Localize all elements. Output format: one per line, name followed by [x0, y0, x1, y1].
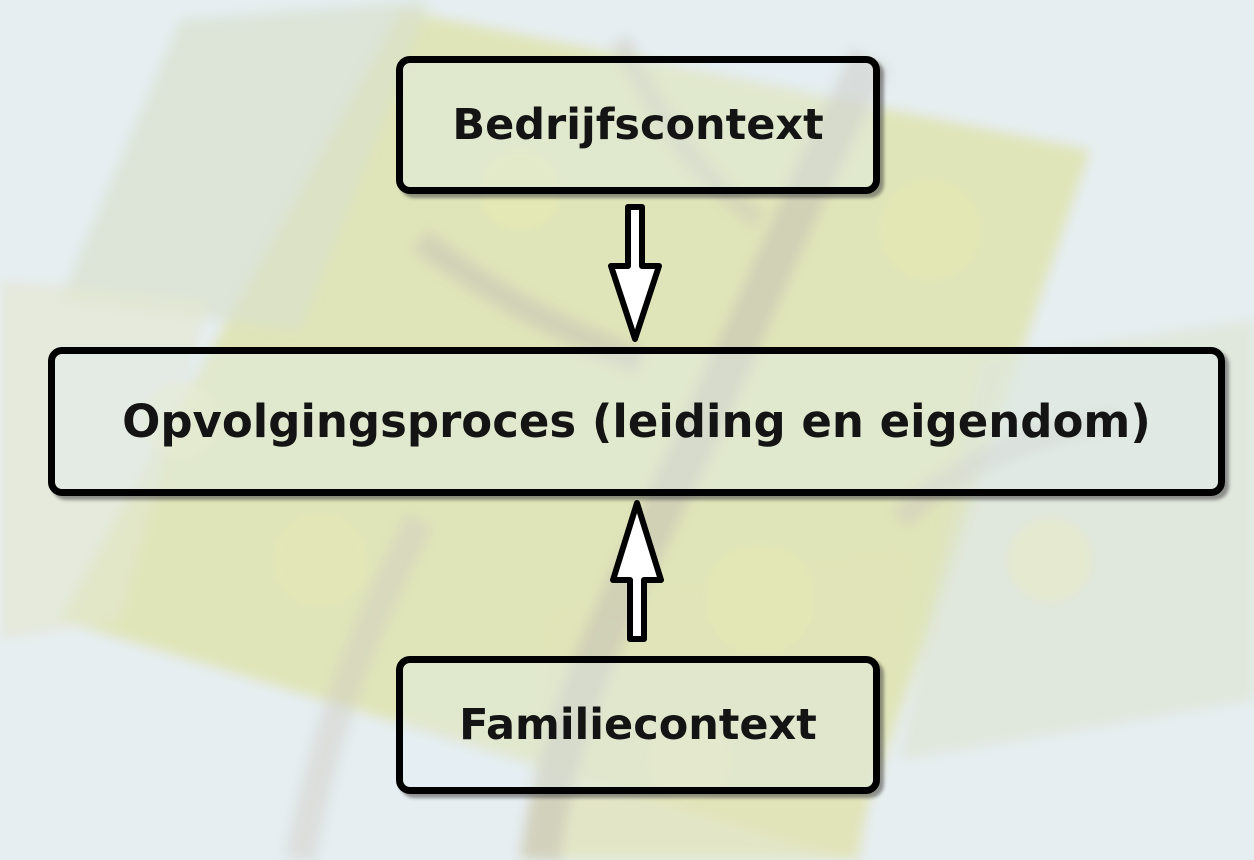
arrow-up-icon [610, 500, 664, 642]
familiecontext-label: Familiecontext [459, 700, 817, 750]
arrow-down-icon [608, 204, 662, 342]
opvolgingsproces-label: Opvolgingsproces (leiding en eigendom) [122, 395, 1151, 448]
bedrijfscontext-box: Bedrijfscontext [396, 56, 880, 194]
familiecontext-box: Familiecontext [396, 656, 880, 794]
bedrijfscontext-label: Bedrijfscontext [452, 100, 824, 150]
opvolgingsproces-box: Opvolgingsproces (leiding en eigendom) [48, 347, 1225, 496]
